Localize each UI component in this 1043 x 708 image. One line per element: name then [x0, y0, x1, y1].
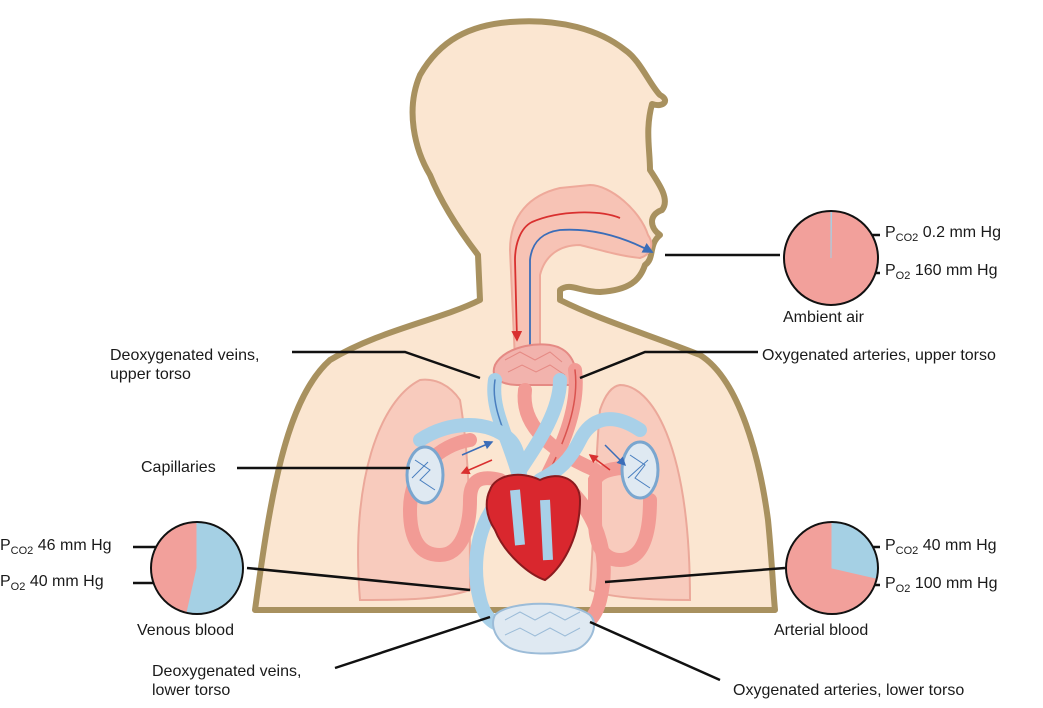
ambient-po2-subscript: O2	[895, 270, 911, 282]
label-capillaries: Capillaries	[141, 459, 216, 476]
venous-po2-subscript: O2	[10, 581, 26, 593]
arterial-po2-subscript: O2	[895, 583, 911, 595]
label-line-2: lower torso	[152, 682, 231, 699]
venous-po2-symbol: P	[0, 573, 11, 590]
ambient-po2-value: 160 mm Hg	[914, 262, 998, 279]
arterial-po2-value: 100 mm Hg	[914, 575, 998, 592]
arterial-pco2-value: 40 mm Hg	[922, 537, 997, 554]
ambient-pco2-subscript: CO2	[895, 232, 919, 244]
arterial-po2-label: PO2 100 mm Hg	[885, 575, 998, 595]
arterial-blood-pie	[785, 521, 879, 615]
heart	[485, 473, 582, 582]
lower-capillary-bed	[492, 602, 595, 655]
ambient-pco2-slice	[830, 210, 833, 259]
venous-po2-label: PO2 40 mm Hg	[0, 573, 104, 593]
arterial-po2-slice	[785, 522, 877, 614]
arterial-pie-outline	[785, 521, 879, 615]
ambient-pco2-symbol: P	[885, 224, 896, 241]
label-deoxygenated-veins-lower: Deoxygenated veins, lower torso	[152, 662, 301, 700]
label-line-2: upper torso	[110, 366, 191, 383]
ambient-pco2-label: PCO2 0.2 mm Hg	[885, 224, 1001, 244]
arterial-blood-title: Arterial blood	[774, 622, 869, 639]
venous-pco2-subscript: CO2	[10, 545, 34, 557]
right-lung-capillaries	[620, 440, 660, 500]
arterial-pco2-slice	[831, 521, 879, 579]
venous-pco2-symbol: P	[0, 537, 11, 554]
arterial-po2-symbol: P	[885, 575, 896, 592]
label-oxygenated-arteries-lower: Oxygenated arteries, lower torso	[733, 682, 965, 699]
ambient-po2-symbol: P	[885, 262, 896, 279]
arterial-pco2-label: PCO2 40 mm Hg	[885, 537, 997, 557]
venous-pco2-value: 46 mm Hg	[37, 537, 112, 554]
venous-pie-outline	[150, 521, 244, 615]
arterial-pco2-subscript: CO2	[895, 545, 919, 557]
label-line-1: Deoxygenated veins,	[110, 347, 260, 364]
venous-po2-value: 40 mm Hg	[29, 573, 104, 590]
venous-blood-title: Venous blood	[137, 622, 234, 639]
venous-po2-slice	[150, 522, 197, 613]
label-deoxygenated-veins-upper: Deoxygenated veins, upper torso	[110, 346, 259, 384]
ambient-pco2-value: 0.2 mm Hg	[922, 224, 1001, 241]
label-line-1: Deoxygenated veins,	[152, 663, 302, 680]
label-oxygenated-arteries-upper: Oxygenated arteries, upper torso	[762, 347, 996, 364]
venous-pco2-label: PCO2 46 mm Hg	[0, 537, 112, 557]
ambient-po2-label: PO2 160 mm Hg	[885, 262, 998, 282]
ambient-pie-outline	[783, 210, 879, 306]
venous-blood-pie	[150, 521, 244, 615]
ambient-air-title: Ambient air	[783, 309, 864, 326]
ambient-air-pie	[783, 210, 879, 306]
airway	[508, 183, 653, 367]
arterial-pco2-symbol: P	[885, 537, 896, 554]
